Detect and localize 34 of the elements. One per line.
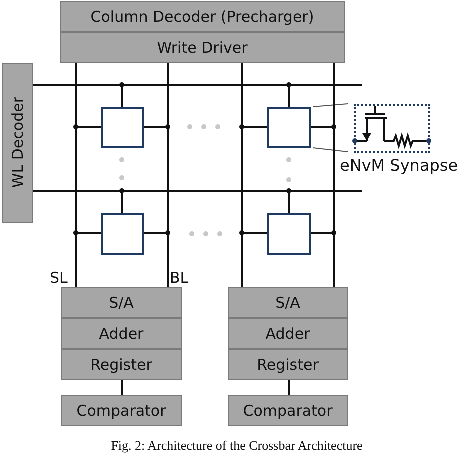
block-label: Comparator (76, 402, 166, 420)
block-label: S/A (109, 294, 134, 312)
memory-cell (267, 213, 311, 255)
block-label: Adder (99, 324, 144, 342)
block-label: S/A (276, 294, 300, 312)
circuit-block (61, 349, 182, 380)
wire (121, 380, 123, 395)
circuit-block (228, 395, 348, 426)
block-label: Register (90, 356, 152, 374)
block-label: Adder (266, 324, 310, 342)
memory-cell (267, 107, 311, 148)
block-label: Comparator (243, 402, 333, 420)
circuit-block (61, 395, 182, 426)
block-label: Write Driver (157, 38, 248, 56)
line-label: SL (50, 269, 68, 287)
block-label: Column Decoder (Precharger) (90, 8, 314, 26)
leader-line (312, 148, 348, 152)
figure-caption: Fig. 2: Architecture of the Crossbar Architecture (110, 438, 364, 454)
circuit-block (228, 318, 348, 349)
line-label: BL (170, 269, 189, 287)
circuit-block (228, 349, 348, 380)
decoder-block (2, 63, 33, 223)
block-label: WL Decoder (8, 97, 26, 189)
wire (288, 380, 290, 395)
memory-cell (101, 213, 144, 255)
driver-block (60, 32, 345, 63)
memory-cell (101, 107, 144, 148)
circuit-block (61, 287, 182, 318)
leader-line (312, 104, 348, 108)
decoder-block (60, 1, 345, 32)
circuit-block (61, 318, 182, 349)
block-label: Register (257, 356, 319, 374)
synapse-label: eNvM Synapse (340, 156, 458, 175)
circuit-block (228, 287, 348, 318)
